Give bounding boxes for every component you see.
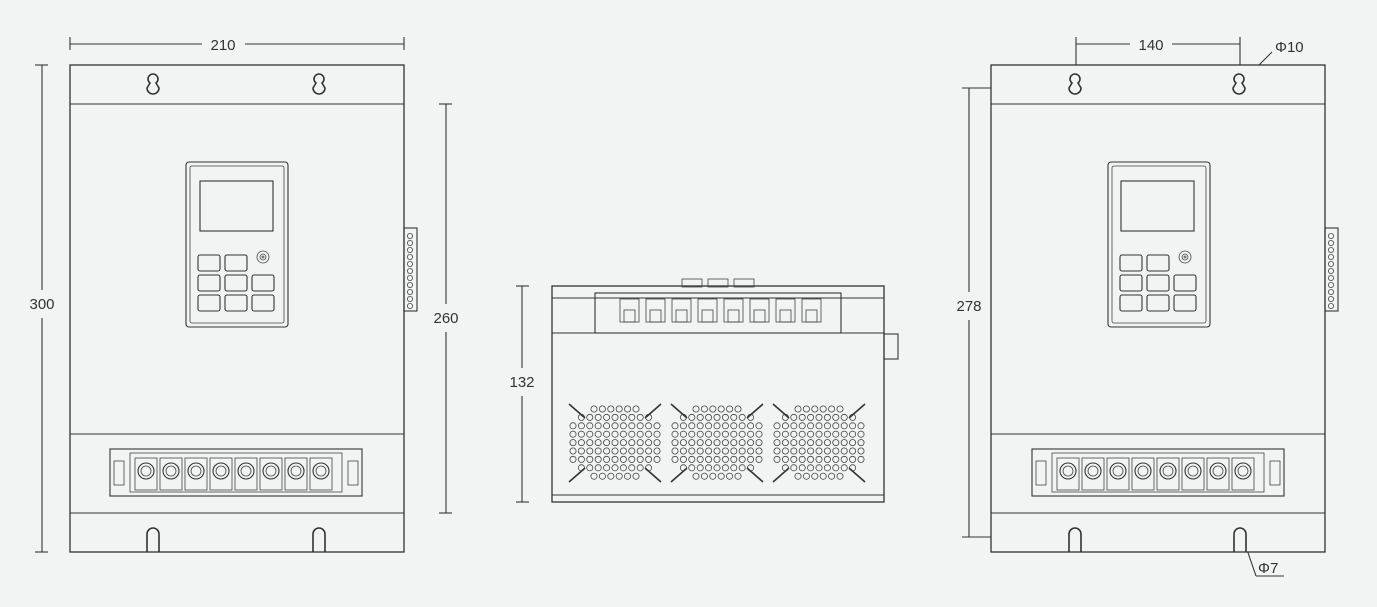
dim-260: 260 [433,103,459,514]
side-view: 132 [509,278,899,503]
bottom-slot-icon [1068,527,1082,552]
terminal-block [1031,448,1285,497]
bottom-slot-icon [146,527,160,552]
dim-278-label: 278 [956,298,981,315]
dim-phi7-label: Φ7 [1258,560,1278,577]
dim-140: 140 [1075,37,1241,86]
vent-grille [772,403,866,483]
dim-140-label: 140 [1138,37,1163,54]
mounting-plate [69,64,405,553]
vent-grille [670,403,764,483]
control-panel [185,161,289,328]
keyhole-icon [312,73,326,95]
dim-210: 210 [69,37,405,54]
keyhole-icon [146,73,160,95]
dim-210-label: 210 [210,37,235,54]
dim-300-label: 300 [29,296,54,313]
dim-132: 132 [509,285,535,503]
bottom-slot-icon [312,527,326,552]
front-view: 210 300 260 [29,37,459,553]
keyhole-icon [1068,73,1082,95]
buzzer-icon [256,250,270,264]
vent-grille [568,403,662,483]
terminal-slots [619,298,822,323]
bottom-slot-icon [1233,527,1247,552]
rear-plate [990,64,1326,553]
buzzer-icon [1178,250,1192,264]
control-panel [1107,161,1211,328]
keyhole-icon [1232,73,1246,95]
dim-phi7: Φ7 [1243,540,1284,577]
housing [551,285,885,503]
dim-300: 300 [29,64,55,553]
lcd-screen [1120,180,1195,232]
lcd-screen [199,180,274,232]
terminal-block [109,448,363,497]
dim-phi10-label: Φ10 [1275,39,1304,56]
vent-grilles [568,403,866,483]
side-connector [403,227,418,312]
rear-view: 140 278 Φ10 Φ7 [956,37,1339,577]
dim-132-label: 132 [509,374,534,391]
dim-260-label: 260 [433,310,458,327]
dim-278: 278 [956,87,1076,538]
side-connector [1324,227,1339,312]
